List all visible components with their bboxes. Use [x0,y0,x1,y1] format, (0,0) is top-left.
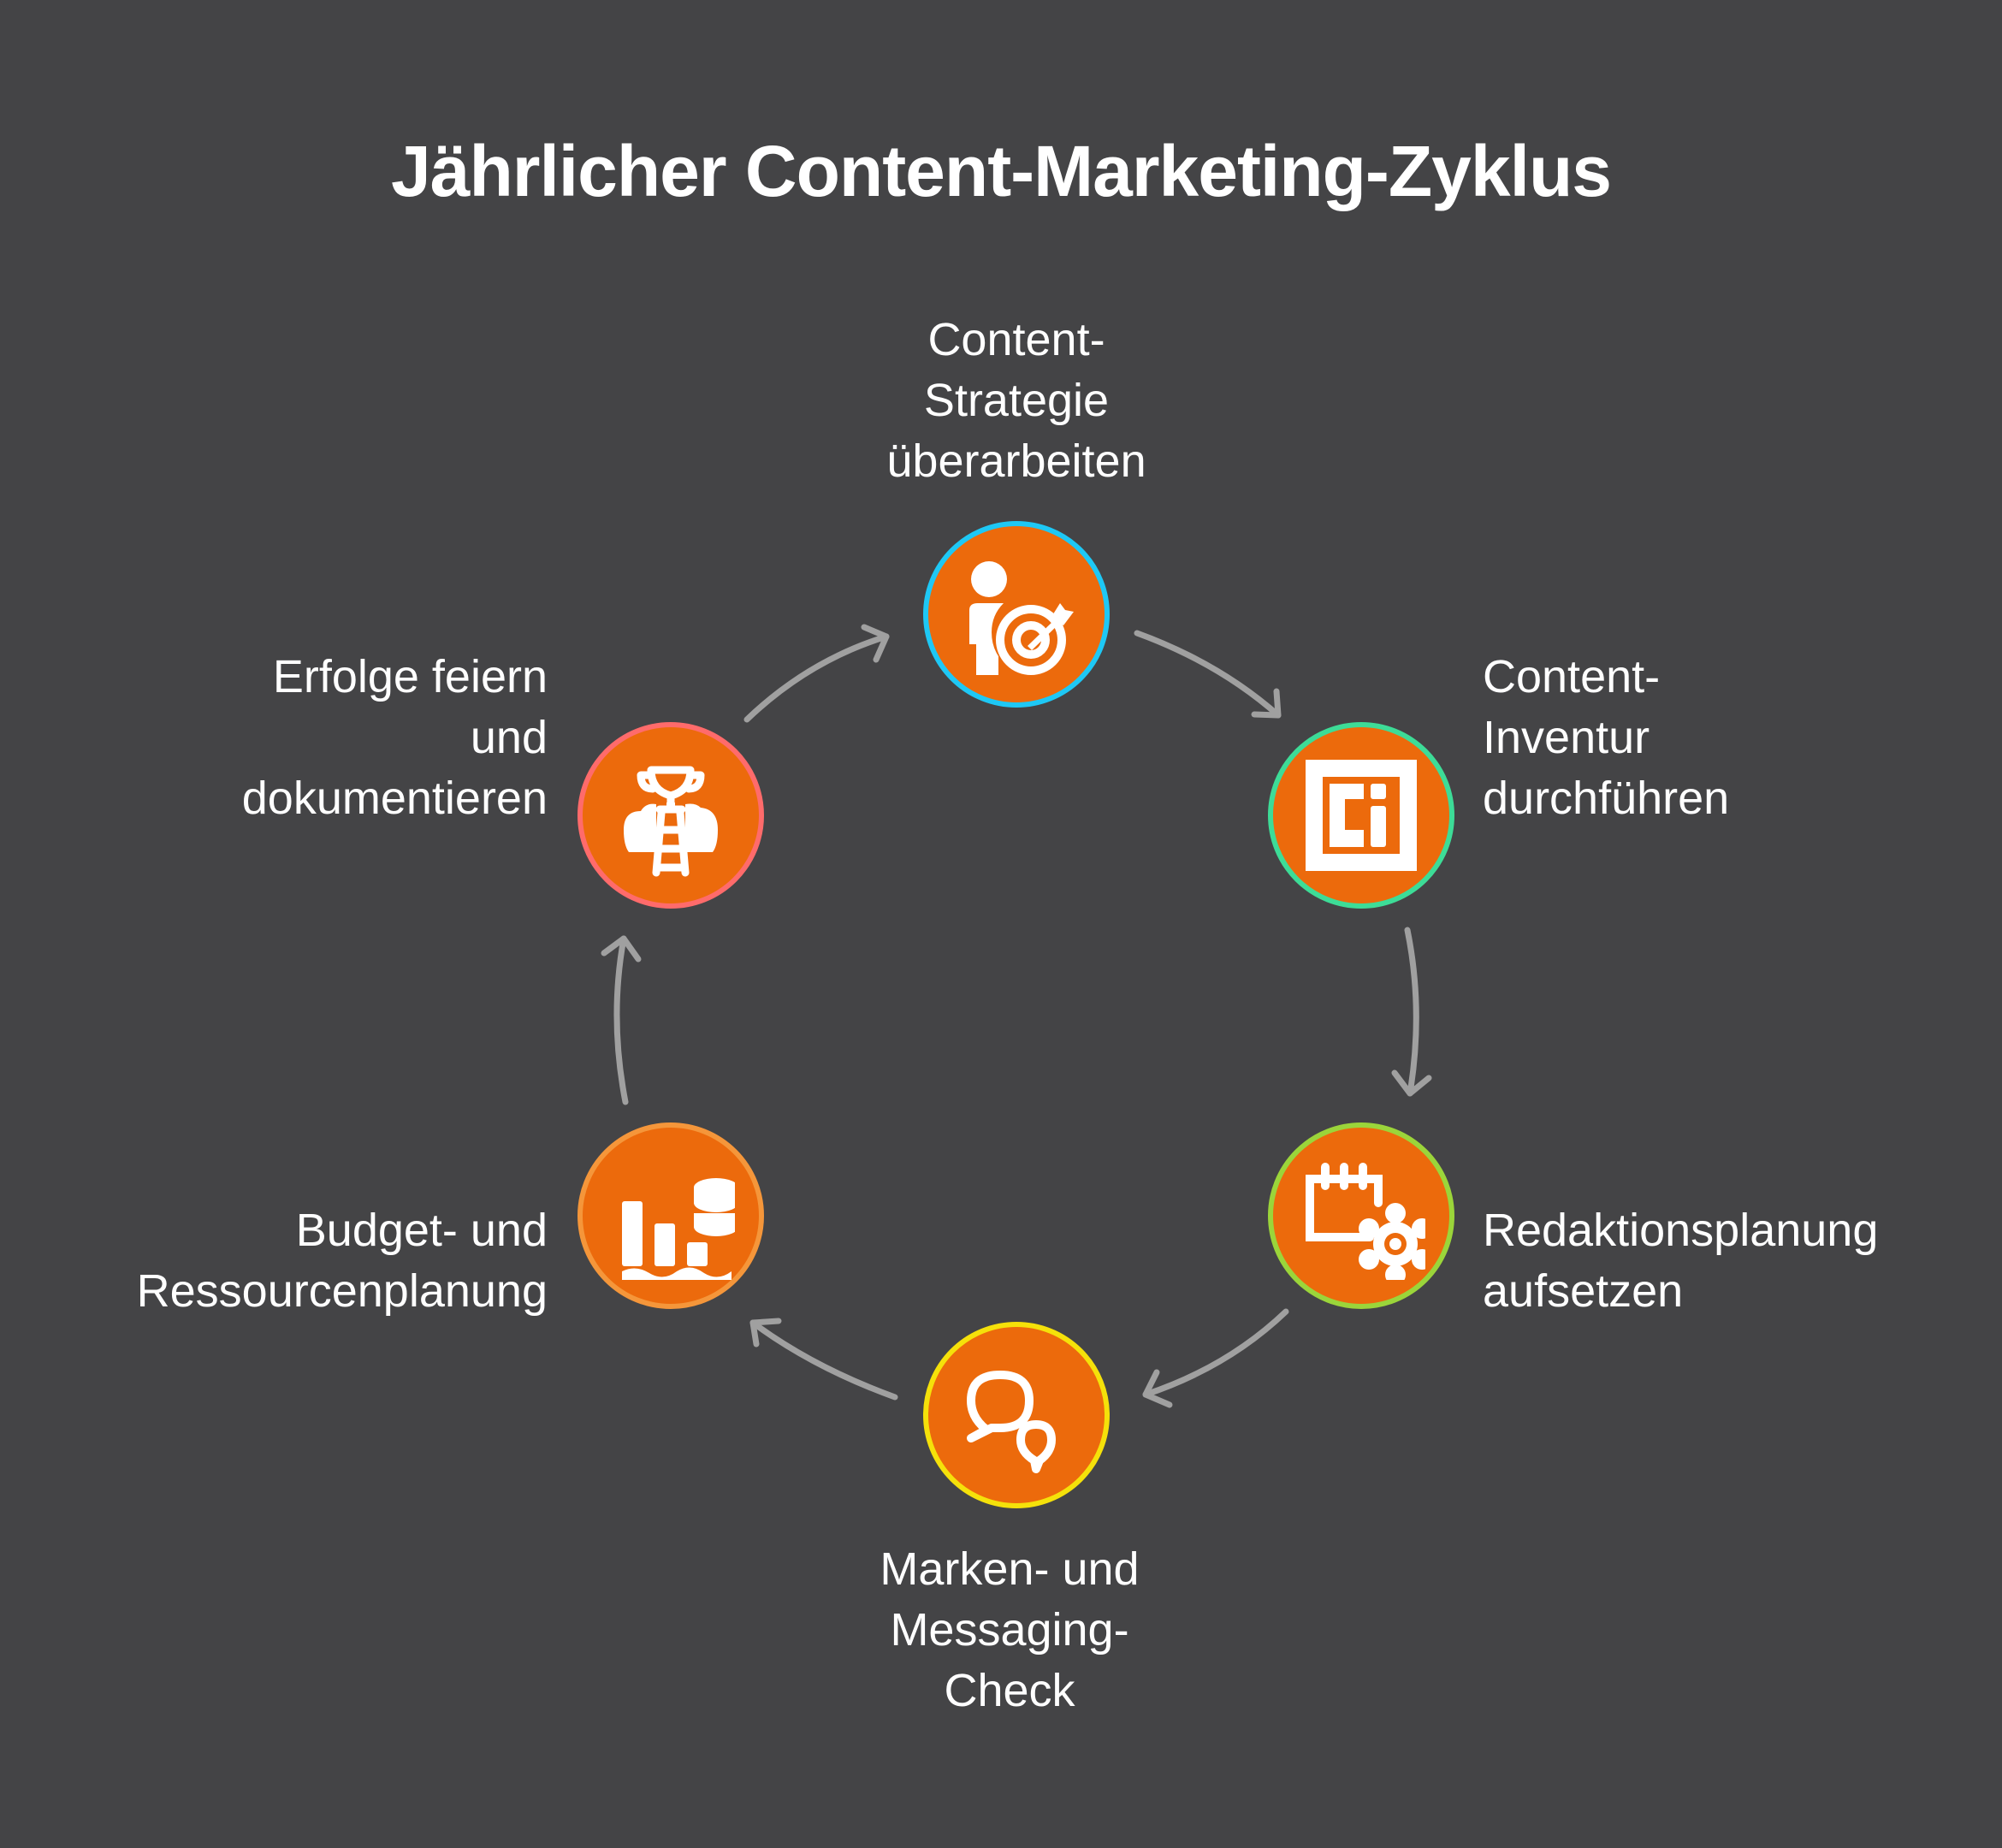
inventory-ci-icon [1306,760,1417,871]
arrow-budget-to-erfolge [613,935,629,1105]
person-target-icon [969,561,1074,675]
step-node-content-inventur [1268,722,1454,909]
arrow-redaktion-to-marken [1142,1308,1289,1398]
calendar-gear-icon [1306,1163,1425,1280]
step-label-erfolge-feiern: Erfolge feiern und dokumentieren [241,651,548,824]
arrow-erfolge-to-strategie [743,633,890,723]
step-label-budget-ressourcen: Budget- und Ressourcenplanung [136,1205,548,1317]
step-node-erfolge-feiern [578,722,764,909]
step-node-marken-messaging [923,1322,1110,1508]
step-node-budget-ressourcen [578,1122,764,1309]
arrow-inventur-to-redaktion [1404,927,1419,1097]
arrow-marken-to-budget [749,1319,898,1401]
budget-chart-database-icon [622,1178,735,1280]
step-label-redaktionsplanung: Redaktionsplanung aufsetzen [1483,1205,1879,1317]
step-label-content-inventur: Content- Inventur durchführen [1483,651,1730,824]
step-label-content-strategie: Content- Strategie überarbeiten [886,314,1146,487]
arrow-strategie-to-inventur [1134,630,1282,719]
step-node-redaktionsplanung [1268,1122,1454,1309]
step-label-marken-messaging: Marken- und Messaging- Check [880,1543,1140,1716]
page-title: Jährlicher Content-Marketing-Zyklus [391,131,1612,211]
chat-bubbles-icon [967,1371,1056,1473]
trophy-ladder-icon [624,766,718,877]
step-node-content-strategie [923,521,1110,708]
